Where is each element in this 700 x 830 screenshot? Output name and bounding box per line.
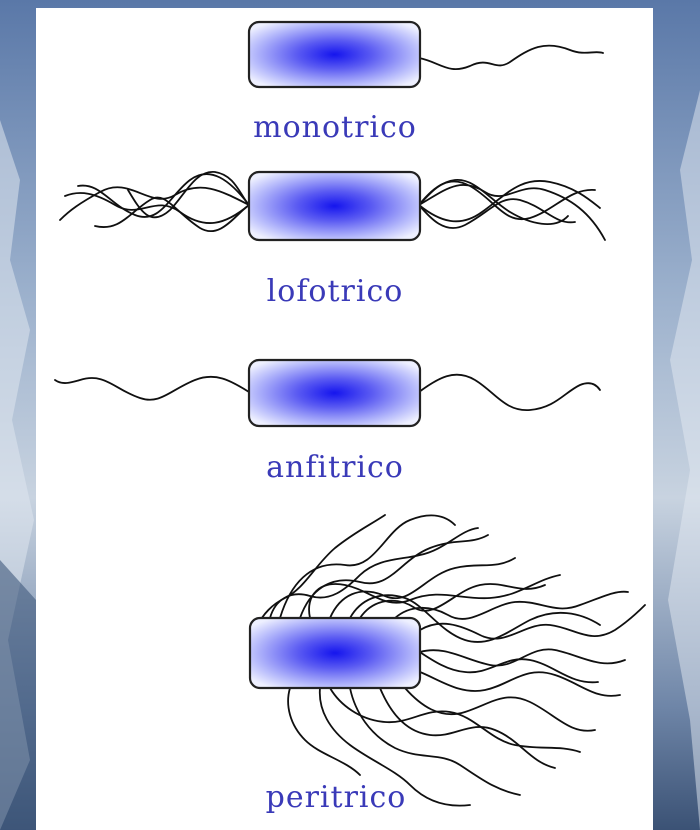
peritrico-flagellum: [299, 534, 489, 619]
peritrico-flagellum: [419, 648, 626, 667]
peritrico-diagram: peritrico: [248, 514, 646, 815]
peritrico-flagellum: [349, 687, 521, 796]
peritrico-flagellum: [399, 639, 599, 684]
peritrico-flagellum: [349, 594, 601, 643]
peritrico-flagellum: [329, 687, 581, 753]
monotrico-flagellum: [418, 44, 604, 71]
anfitrico-label: anfitrico: [266, 450, 404, 485]
lofotrico-flagellum: [418, 198, 576, 229]
peritrico-flagellum: [279, 514, 456, 619]
peritrico-flagellum: [287, 687, 361, 776]
anfitrico-flagellum: [418, 373, 601, 411]
lofotrico-flagellum: [418, 184, 606, 241]
monotrico-label: monotrico: [253, 110, 417, 145]
lofotrico-flagellum: [59, 186, 250, 221]
peritrico-flagellum: [379, 687, 556, 769]
peritrico-label: peritrico: [266, 780, 407, 815]
lofotrico-flagellum: [94, 196, 250, 232]
peritrico-flagellum: [318, 687, 471, 807]
monotrico-cell: [247, 20, 422, 89]
lofotrico-flagellum: [77, 173, 250, 218]
lofotrico-flagellum: [127, 171, 250, 219]
peritrico-flagellum: [419, 671, 621, 697]
peritrico-flagellum: [394, 590, 629, 620]
lofotrico-label: lofotrico: [267, 274, 404, 309]
lofotrico-flagellum: [418, 179, 569, 225]
peritrico-flagellum: [269, 527, 479, 619]
lofotrico-cell: [247, 170, 422, 242]
peritrico-flagellum: [404, 687, 596, 732]
anfitrico-diagram: anfitrico: [54, 358, 601, 485]
peritrico-flagellum: [419, 604, 646, 640]
lofotrico-diagram: lofotrico: [59, 170, 606, 309]
peritrico-flagellum: [329, 557, 516, 619]
anfitrico-cell: [247, 358, 422, 428]
peritrico-cell: [248, 616, 422, 690]
monotrico-diagram: monotrico: [247, 20, 604, 145]
lofotrico-flagellum: [64, 192, 250, 224]
anfitrico-flagellum: [54, 375, 250, 401]
